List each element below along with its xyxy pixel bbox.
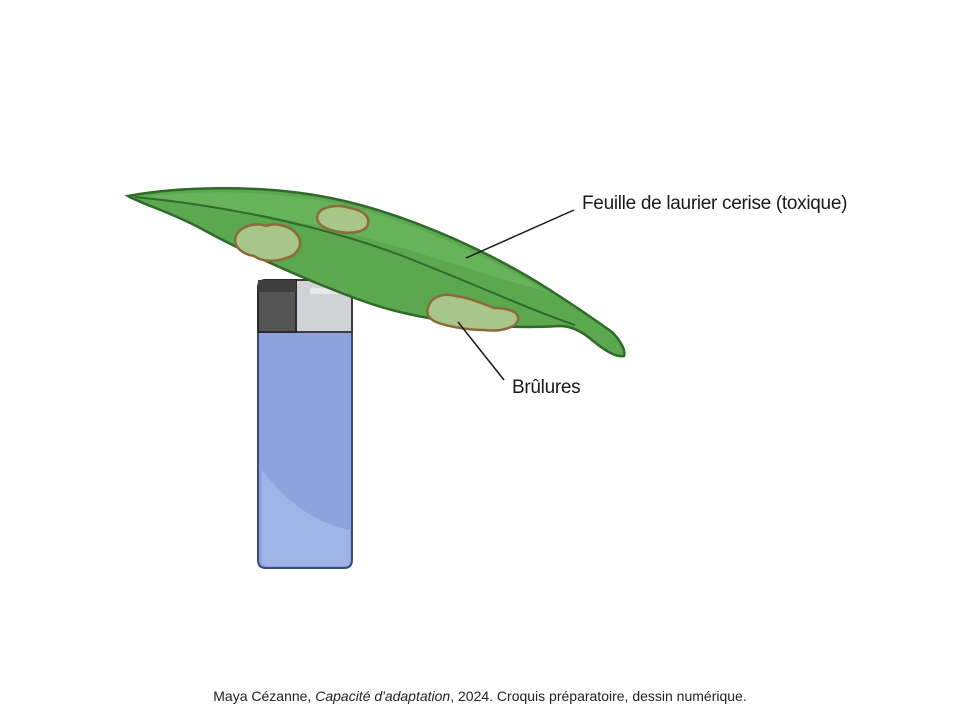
burn-spot-2 xyxy=(315,204,370,234)
caption-author: Maya Cézanne, xyxy=(213,688,312,704)
leaf-label: Feuille de laurier cerise (toxique) xyxy=(582,193,848,214)
leaf-icon xyxy=(124,186,626,358)
leaf-midrib xyxy=(134,196,576,326)
lighter-striker-top xyxy=(258,280,296,292)
burn-spot-3 xyxy=(426,293,520,332)
burn-spot-1 xyxy=(233,223,302,262)
lighter-icon xyxy=(257,279,353,569)
caption-work-title: Capacité d'adaptation xyxy=(315,688,451,704)
leaf-leader-line xyxy=(465,209,575,259)
lighter-highlight xyxy=(262,470,350,566)
leaf-blade xyxy=(124,186,626,358)
lighter-cap-shine xyxy=(310,288,340,294)
burns-leader-line xyxy=(457,321,505,381)
burns-label: Brûlures xyxy=(512,377,581,398)
figure-caption: Maya Cézanne, Capacité d'adaptation, 202… xyxy=(0,688,960,704)
caption-details: , 2024. Croquis préparatoire, dessin num… xyxy=(450,688,747,704)
